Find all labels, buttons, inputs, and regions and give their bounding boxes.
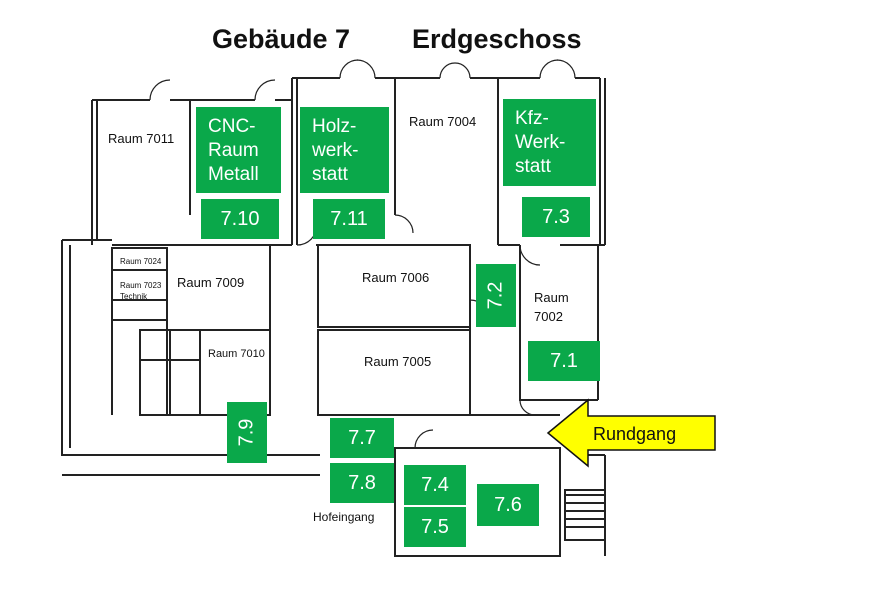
room-7002-label-line2: 7002 bbox=[534, 309, 563, 324]
room-7006-label: Raum 7006 bbox=[362, 270, 430, 285]
station-7-1: 7.1 bbox=[528, 341, 600, 381]
station-7-5: 7.5 bbox=[404, 507, 466, 547]
station-7-9: 7.9 bbox=[227, 402, 267, 463]
station-7-2: 7.2 bbox=[476, 264, 516, 327]
room-7011-label: Raum 7011 bbox=[108, 131, 175, 146]
hofeingang-label: Hofeingang bbox=[313, 510, 375, 524]
station-7-6: 7.6 bbox=[477, 484, 539, 526]
station-7-3: 7.3 bbox=[522, 197, 590, 237]
technik-label: Technik bbox=[120, 292, 148, 301]
building-title: Gebäude 7 bbox=[212, 24, 351, 54]
station-7-11: 7.11 bbox=[313, 199, 385, 239]
room-7005-label: Raum 7005 bbox=[364, 354, 432, 369]
station-7-10: 7.10 bbox=[201, 199, 279, 239]
floor-title: Erdgeschoss bbox=[412, 24, 582, 54]
room-7010-label: Raum 7010 bbox=[208, 348, 265, 360]
room-7004-label: Raum 7004 bbox=[409, 114, 477, 129]
rundgang-label: Rundgang bbox=[593, 424, 676, 444]
station-7-4: 7.4 bbox=[404, 465, 466, 505]
rundgang-arrow: Rundgang bbox=[546, 398, 716, 468]
room-7024-label: Raum 7024 bbox=[120, 257, 162, 266]
station-holzwerkstatt: Holz- werk- statt bbox=[300, 107, 389, 193]
station-kfz-werkstatt: Kfz- Werk- statt bbox=[503, 99, 596, 186]
room-7023-label: Raum 7023 bbox=[120, 281, 162, 290]
room-7002-label-line1: Raum bbox=[534, 290, 569, 305]
rundgang-arrow-shape bbox=[546, 398, 716, 468]
room-7009-label: Raum 7009 bbox=[177, 275, 245, 290]
station-7-7: 7.7 bbox=[330, 418, 394, 458]
station-cnc-raum-metall: CNC- Raum Metall bbox=[196, 107, 281, 193]
station-7-8: 7.8 bbox=[330, 463, 394, 503]
